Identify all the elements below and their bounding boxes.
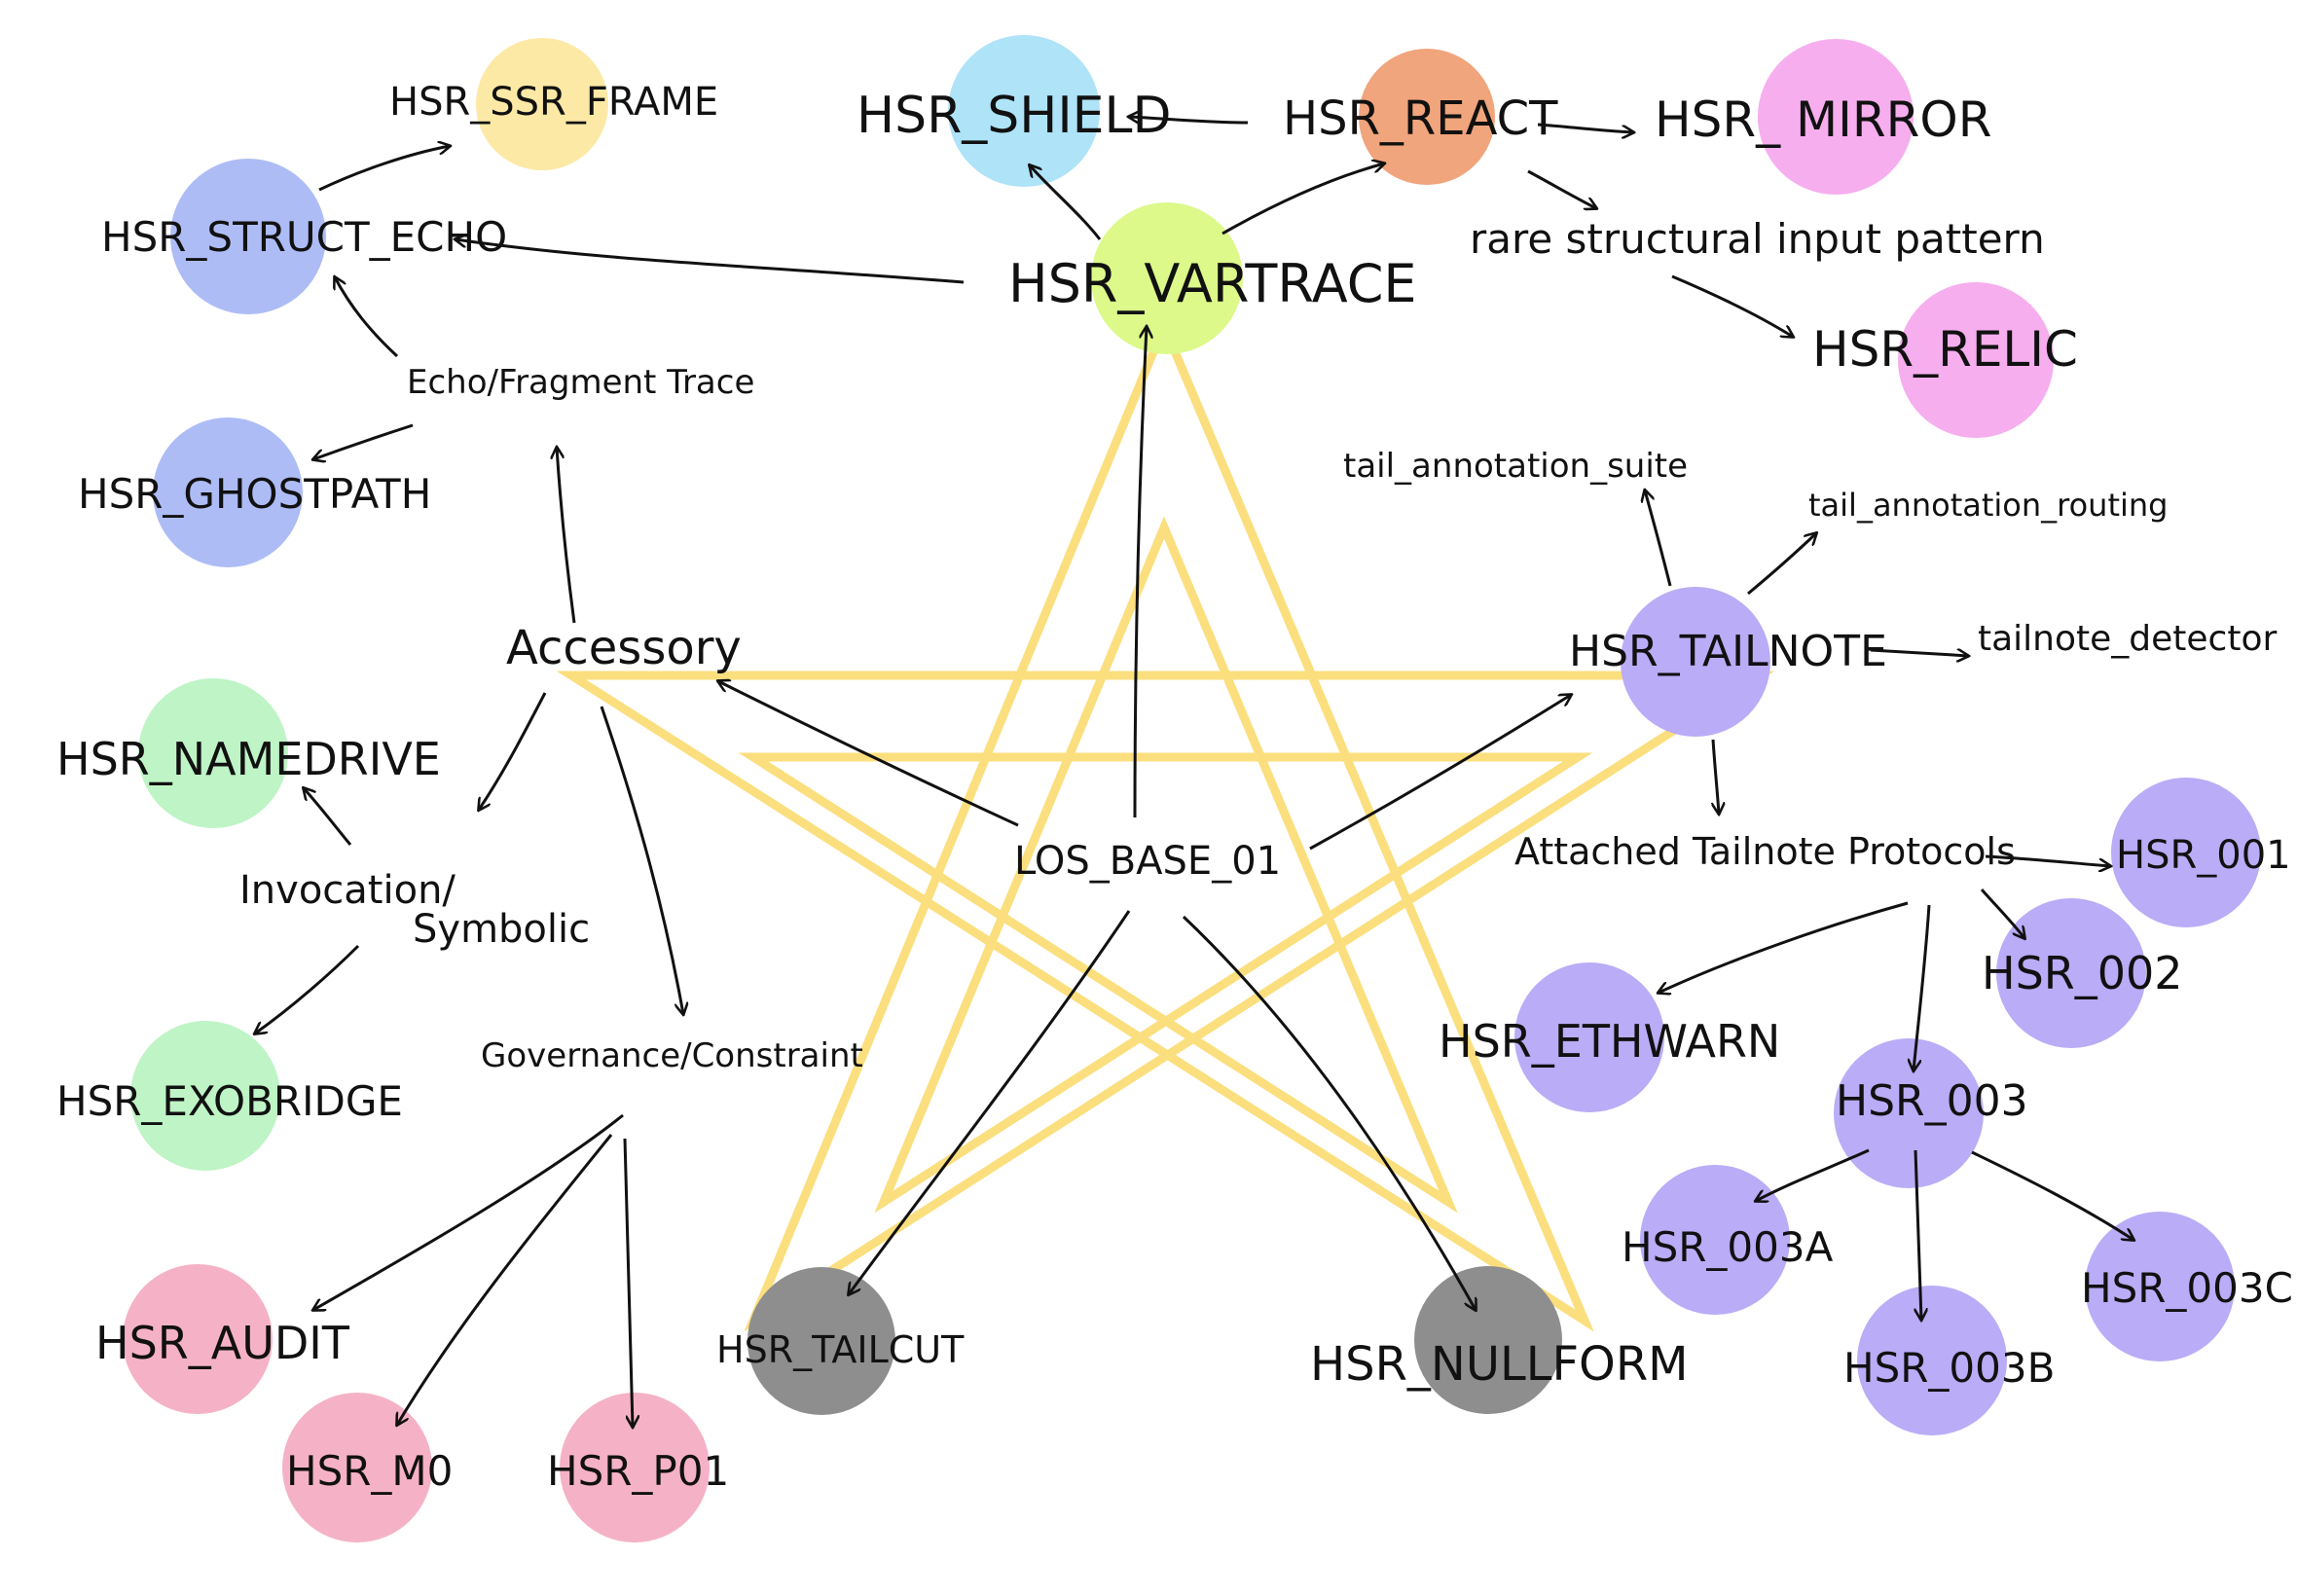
edge-tailnote-to-attached [1713,739,1719,814]
label-namedrive: HSR_NAMEDRIVE [56,733,441,785]
edge-governance-to-p01 [623,1138,633,1427]
circle-ssr-frame [476,38,608,170]
label-h003: HSR_003 [1836,1076,2028,1126]
label-tail-annotation-suite: tail_annotation_suite [1343,447,1688,486]
circle-ghostpath [153,417,303,567]
circle-nullform [1414,1266,1562,1414]
label-ghostpath: HSR_GHOSTPATH [78,470,431,518]
label-tailcut: HSR_TAILCUT [716,1328,965,1371]
circle-audit [123,1264,273,1414]
node-circles [123,35,2261,1542]
circle-struct-echo [170,159,326,314]
circle-h003a [1640,1165,1790,1315]
label-nullform: HSR_NULLFORM [1310,1337,1689,1392]
edge-attached-to-ethwarn [1659,901,1909,993]
label-react: HSR_REACT [1283,91,1558,146]
edge-base-to-tailcut [849,910,1131,1294]
circle-mirror [1758,39,1914,195]
edges [255,117,2133,1427]
edge-react-to-rare [1527,169,1596,208]
circle-h003b [1857,1286,2007,1435]
label-tail-annotation-routing: tail_annotation_routing [1808,487,2168,524]
edge-attached-to-h003 [1914,904,1931,1070]
label-relic: HSR_RELIC [1812,321,2078,378]
edge-react-to-mirror [1537,123,1633,132]
circle-h002 [1996,898,2146,1048]
label-mirror: HSR_ MIRROR [1655,91,1991,148]
edge-tailnote-to-routing [1747,533,1816,596]
edge-vartrace-to-struct-echo [456,239,965,284]
label-h003b: HSR_003B [1843,1344,2055,1392]
edge-tailnote-to-suite [1645,490,1672,587]
circle-namedrive [138,678,288,828]
pentagram-decoration [556,314,1775,1332]
circle-shield [948,35,1100,187]
edge-vartrace-to-shield [1030,165,1102,240]
label-ethwarn: HSR_ETHWARN [1439,1015,1780,1068]
edge-echo-trace-to-struct-echo [335,277,399,358]
edge-governance-to-m0 [397,1134,613,1425]
annotation-labels: rare structural input pattern Echo/Fragm… [239,215,2277,1075]
label-accessory: Accessory [506,621,742,675]
edge-tailnote-to-detector [1870,650,1968,656]
edge-base-to-vartrace [1133,327,1147,818]
circle-exobridge [130,1021,280,1171]
label-tailnote: HSR_TAILNOTE [1569,627,1887,676]
edge-h003-to-h003a [1756,1148,1870,1201]
edge-attached-to-h001 [1985,854,2110,866]
label-invocation: Invocation/ [239,868,456,913]
circle-h003c [2085,1212,2235,1361]
edge-h003-to-h003c [1971,1150,2133,1240]
label-h002: HSR_002 [1982,947,2183,999]
edge-accessory-to-echo-trace [557,448,576,624]
circle-ethwarn [1514,962,1664,1112]
circle-p01 [560,1393,710,1542]
circle-tailnote [1621,587,1770,737]
edge-base-to-nullform [1182,915,1476,1310]
edge-base-to-tailnote [1309,695,1571,851]
label-exobridge: HSR_EXOBRIDGE [56,1077,403,1125]
label-h003c: HSR_003C [2081,1264,2293,1312]
label-rare-structural-input-pattern: rare structural input pattern [1470,215,2045,263]
edge-react-to-shield [1129,117,1249,123]
label-attached-tailnote-protocols: Attached Tailnote Protocols [1514,830,2016,873]
label-m0: HSR_M0 [286,1447,453,1495]
circle-tailcut [747,1267,895,1415]
label-ssr-frame: HSR_SSR_FRAME [389,80,718,125]
circle-relic [1898,282,2054,438]
label-p01: HSR_P01 [547,1447,729,1495]
label-struct-echo: HSR_STRUCT_ECHO [101,213,507,261]
edge-accessory-to-invocation [479,692,547,810]
label-echo-fragment-trace: Echo/Fragment Trace [407,363,754,402]
label-tailnote-detector: tailnote_detector [1978,619,2277,659]
edge-rare-to-relic [1671,274,1793,337]
label-los-base-01: LOS_BASE_01 [1014,839,1281,884]
node-labels: HSR_SSR_FRAME HSR_SHIELD HSR_REACT HSR_ … [56,80,2293,1495]
edge-attached-to-h002 [1980,889,2024,938]
circle-vartrace [1091,202,1243,354]
edge-h003-to-h003b [1914,1149,1921,1320]
label-symbolic: Symbolic [413,907,590,952]
label-h001: HSR_001 [2116,833,2291,878]
edge-accessory-to-governance [600,706,683,1014]
edge-echo-trace-to-ghostpath [313,423,414,459]
circle-h003 [1834,1038,1984,1188]
edge-struct-echo-to-ssr-frame [318,146,450,192]
label-governance-constraint: Governance/Constraint [481,1036,863,1075]
circle-h001 [2111,778,2261,927]
label-h003a: HSR_003A [1622,1223,1834,1271]
label-vartrace: HSR_VARTRACE [1008,253,1417,314]
label-shield: HSR_SHIELD [857,87,1172,145]
circle-m0 [282,1393,432,1542]
edge-vartrace-to-react [1221,163,1384,236]
edge-invocation-to-namedrive [304,788,352,846]
edge-symbolic-to-exobridge [255,944,360,1034]
circle-react [1359,49,1495,185]
edge-governance-to-audit [313,1113,624,1310]
edge-base-to-accessory [718,681,1019,827]
label-audit: HSR_AUDIT [95,1317,350,1369]
